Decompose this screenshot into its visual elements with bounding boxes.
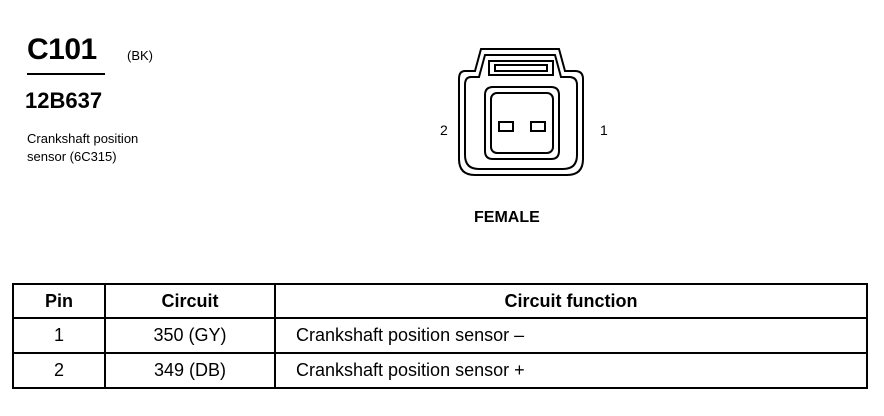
cell-pin: 2 [12, 352, 106, 389]
connector-gender-label: FEMALE [474, 209, 540, 226]
connector-housing-inner [464, 54, 578, 170]
connector-id-underline [27, 73, 105, 75]
component-description: Crankshaft position sensor (6C315) [27, 130, 227, 166]
cell-circuit-function: Crankshaft position sensor + [274, 352, 868, 389]
connector-id: C101 [27, 33, 97, 66]
connector-latch [488, 60, 554, 76]
cell-circuit: 349 (DB) [104, 352, 276, 389]
description-line-1: Crankshaft position [27, 131, 139, 146]
table-header-row: Pin Circuit Circuit function [12, 283, 868, 319]
connector-pin-cavity [484, 86, 560, 160]
pin-label-2: 2 [440, 122, 448, 138]
connector-face-diagram [458, 48, 584, 176]
header-pin: Pin [12, 283, 106, 319]
cell-circuit: 350 (GY) [104, 317, 276, 354]
pin-label-1: 1 [600, 122, 608, 138]
header-circuit-function: Circuit function [274, 283, 868, 319]
terminal-pin-1 [530, 121, 546, 132]
header-circuit: Circuit [104, 283, 276, 319]
table-row: 1 350 (GY) Crankshaft position sensor – [12, 317, 868, 354]
description-line-2: sensor (6C315) [27, 149, 117, 164]
cell-circuit-function: Crankshaft position sensor – [274, 317, 868, 354]
terminal-pin-2 [498, 121, 514, 132]
connector-color: (BK) [127, 48, 153, 63]
table-row: 2 349 (DB) Crankshaft position sensor + [12, 352, 868, 389]
cell-pin: 1 [12, 317, 106, 354]
part-number: 12B637 [25, 88, 103, 113]
pinout-table: Pin Circuit Circuit function 1 350 (GY) … [12, 283, 868, 389]
connector-housing-outer [458, 48, 584, 176]
